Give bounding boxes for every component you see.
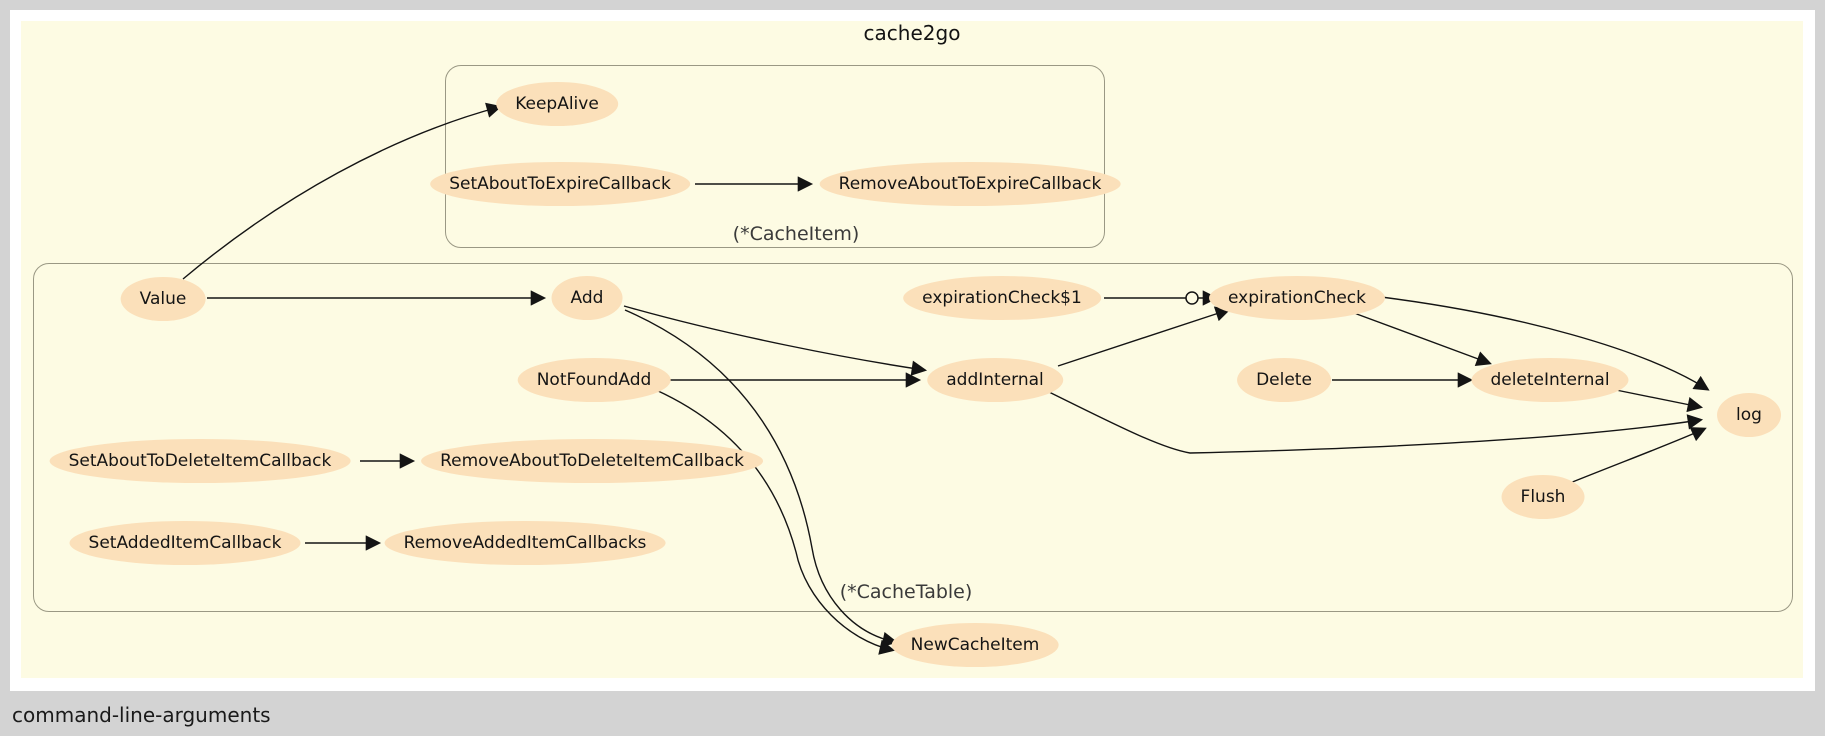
node-delete[interactable]: Delete (1237, 358, 1331, 402)
node-setexpirecb[interactable]: SetAboutToExpireCallback (430, 162, 690, 206)
node-value[interactable]: Value (120, 277, 206, 321)
node-deleteinternal[interactable]: deleteInternal (1471, 358, 1629, 402)
cluster-label-cachetable: (*CacheTable) (839, 581, 973, 603)
node-setdelcb[interactable]: SetAboutToDeleteItemCallback (49, 439, 351, 483)
node-notfoundadd[interactable]: NotFoundAdd (517, 358, 671, 402)
cluster-label-cacheitem: (*CacheItem) (732, 223, 860, 245)
node-expcheck1[interactable]: expirationCheck$1 (903, 276, 1101, 320)
status-bar-text: command-line-arguments (12, 703, 271, 727)
node-expcheck[interactable]: expirationCheck (1208, 276, 1386, 320)
node-keepalive[interactable]: KeepAlive (496, 82, 618, 126)
node-log[interactable]: log (1717, 393, 1781, 437)
node-newcacheitem[interactable]: NewCacheItem (891, 623, 1059, 667)
node-removeexpirecb[interactable]: RemoveAboutToExpireCallback (819, 162, 1121, 206)
cluster-cachetable: (*CacheTable) (33, 263, 1793, 612)
node-removeaddcb[interactable]: RemoveAddedItemCallbacks (384, 521, 666, 565)
node-removedelcb[interactable]: RemoveAboutToDeleteItemCallback (421, 439, 763, 483)
node-add[interactable]: Add (551, 276, 623, 320)
graph-title: cache2go (863, 21, 961, 45)
node-setaddcb[interactable]: SetAddedItemCallback (69, 521, 301, 565)
node-flush[interactable]: Flush (1501, 475, 1585, 519)
node-addinternal[interactable]: addInternal (927, 358, 1063, 402)
